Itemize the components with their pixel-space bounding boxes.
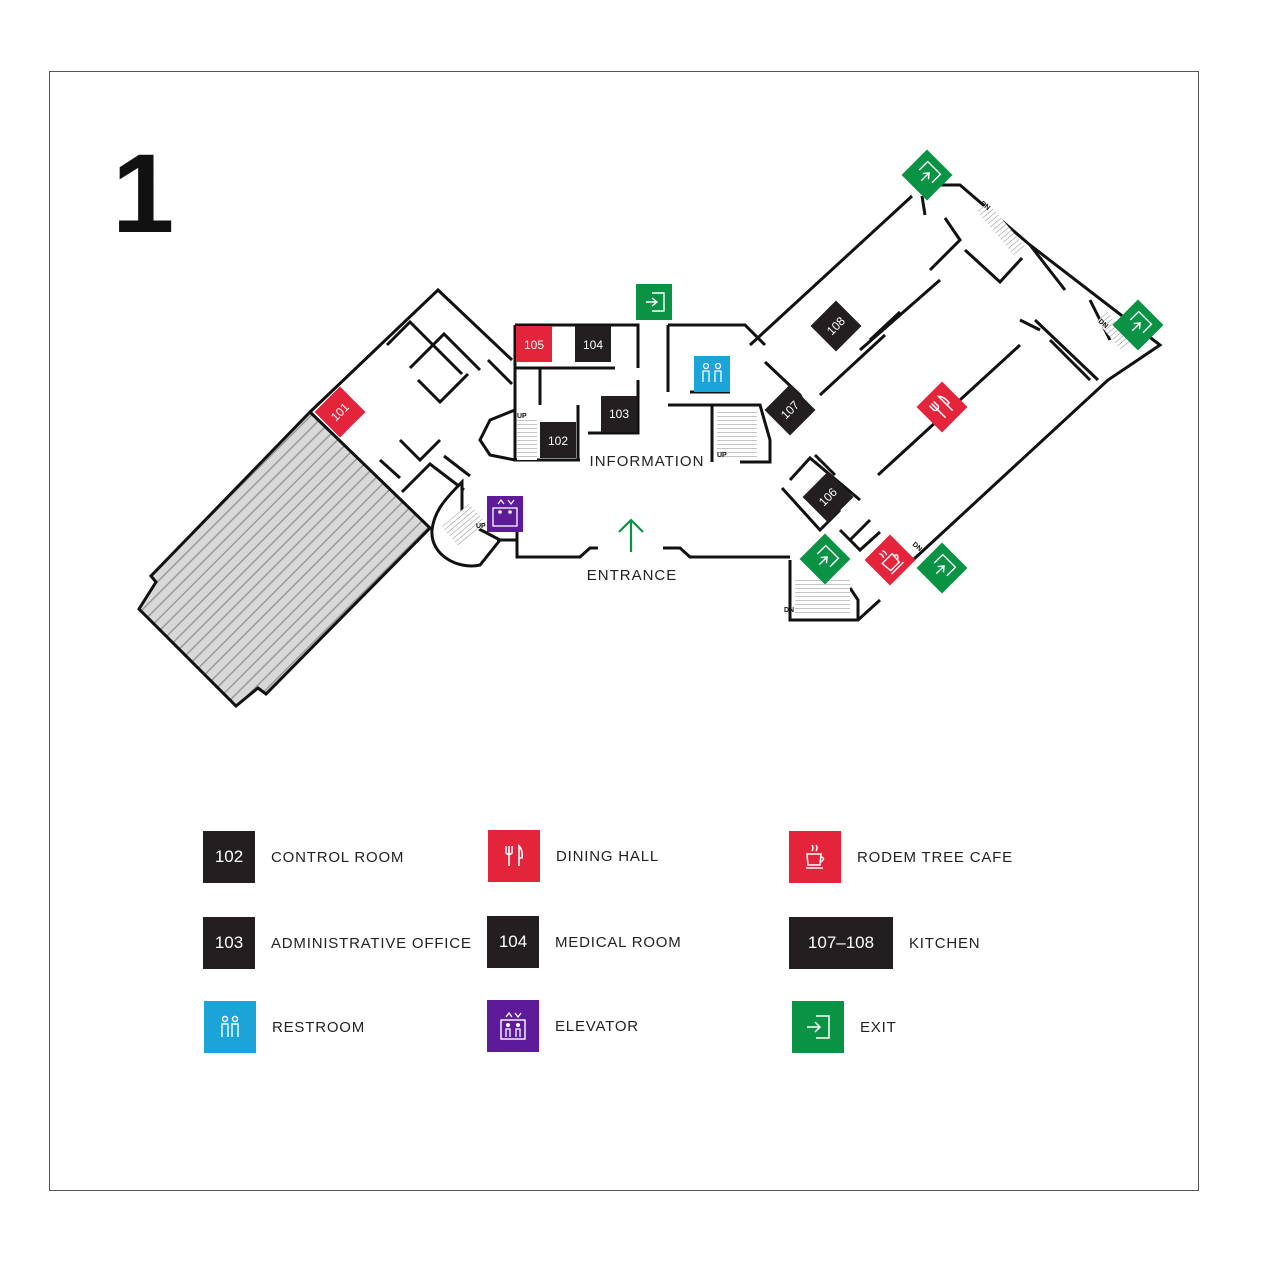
elevator-icon: [487, 1000, 539, 1052]
svg-text:103: 103: [609, 407, 629, 421]
arrow-up-icon: [618, 518, 644, 552]
west-wing-interior: [378, 319, 514, 494]
central-stair-right: [717, 412, 757, 458]
legend-label: KITCHEN: [909, 934, 981, 952]
west-stair-steps: [441, 503, 487, 547]
exit-icon: [1112, 299, 1164, 351]
legend-control-room: 102 CONTROL ROOM: [203, 831, 404, 883]
dining-icon: [488, 830, 540, 882]
cafe-icon: [864, 534, 916, 586]
legend-label: ADMINISTRATIVE OFFICE: [271, 934, 472, 952]
stair-dn-label-3: DN: [911, 541, 923, 553]
hatched-hall: [137, 409, 433, 709]
entrance-label: ENTRANCE: [587, 567, 678, 584]
central-stair-left: [517, 420, 537, 460]
legend-label: MEDICAL ROOM: [555, 933, 682, 951]
stair-dn-label-4: DN: [784, 607, 794, 614]
svg-text:102: 102: [548, 434, 568, 448]
room-108: 108: [810, 300, 862, 352]
room-102: 102: [540, 422, 576, 458]
room-104: 104: [575, 326, 611, 362]
legend-cafe: RODEM TREE CAFE: [789, 831, 1013, 883]
stair-dn-label: DN: [979, 200, 991, 212]
dining-icon: [916, 381, 968, 433]
room-106: 106: [802, 471, 854, 523]
legend-kitchen: 107–108 KITCHEN: [789, 917, 980, 969]
exit-icon: [799, 533, 851, 585]
legend-elevator: ELEVATOR: [487, 1000, 639, 1052]
legend-medical-room: 104 MEDICAL ROOM: [487, 916, 682, 968]
legend-restroom: RESTROOM: [204, 1001, 365, 1053]
legend-badge: 102: [203, 831, 255, 883]
legend-dining-hall: DINING HALL: [488, 830, 659, 882]
legend-label: ELEVATOR: [555, 1017, 639, 1035]
legend-label: EXIT: [860, 1018, 897, 1036]
information-label: INFORMATION: [590, 453, 705, 470]
exit-icon: [636, 284, 672, 320]
stair-up-label-3: UP: [717, 452, 727, 459]
central-walls: [478, 323, 790, 559]
svg-text:105: 105: [524, 338, 544, 352]
cafe-icon: [789, 831, 841, 883]
exit-icon: [916, 542, 968, 594]
restroom-icon: [204, 1001, 256, 1053]
legend-label: DINING HALL: [556, 847, 659, 865]
legend-badge: 103: [203, 917, 255, 969]
stair-dn-label-2: DN: [1097, 318, 1109, 330]
east-stair-bottom: [795, 580, 850, 616]
legend-label: RODEM TREE CAFE: [857, 848, 1013, 866]
legend-admin-office: 103 ADMINISTRATIVE OFFICE: [203, 917, 472, 969]
west-wing-walls: [308, 287, 514, 414]
room-103: 103: [601, 396, 637, 432]
legend-label: CONTROL ROOM: [271, 848, 405, 866]
elevator-icon: [487, 496, 523, 532]
stair-up-label: UP: [476, 523, 486, 530]
exit-icon: [792, 1001, 844, 1053]
floor-number: 1: [112, 131, 175, 256]
legend-exit: EXIT: [792, 1001, 897, 1053]
east-stair-top: [977, 202, 1027, 258]
exit-icon: [901, 149, 953, 201]
legend-badge: 107–108: [789, 917, 893, 969]
svg-text:104: 104: [583, 338, 603, 352]
restroom-icon: [694, 356, 730, 392]
room-107: 107: [764, 384, 816, 436]
map-frame: [49, 71, 1199, 1191]
legend-label: RESTROOM: [272, 1018, 366, 1036]
east-stair-right: [1096, 312, 1134, 352]
legend-badge: 104: [487, 916, 539, 968]
room-105: 105: [516, 326, 552, 362]
stair-up-label-2: UP: [517, 413, 527, 420]
